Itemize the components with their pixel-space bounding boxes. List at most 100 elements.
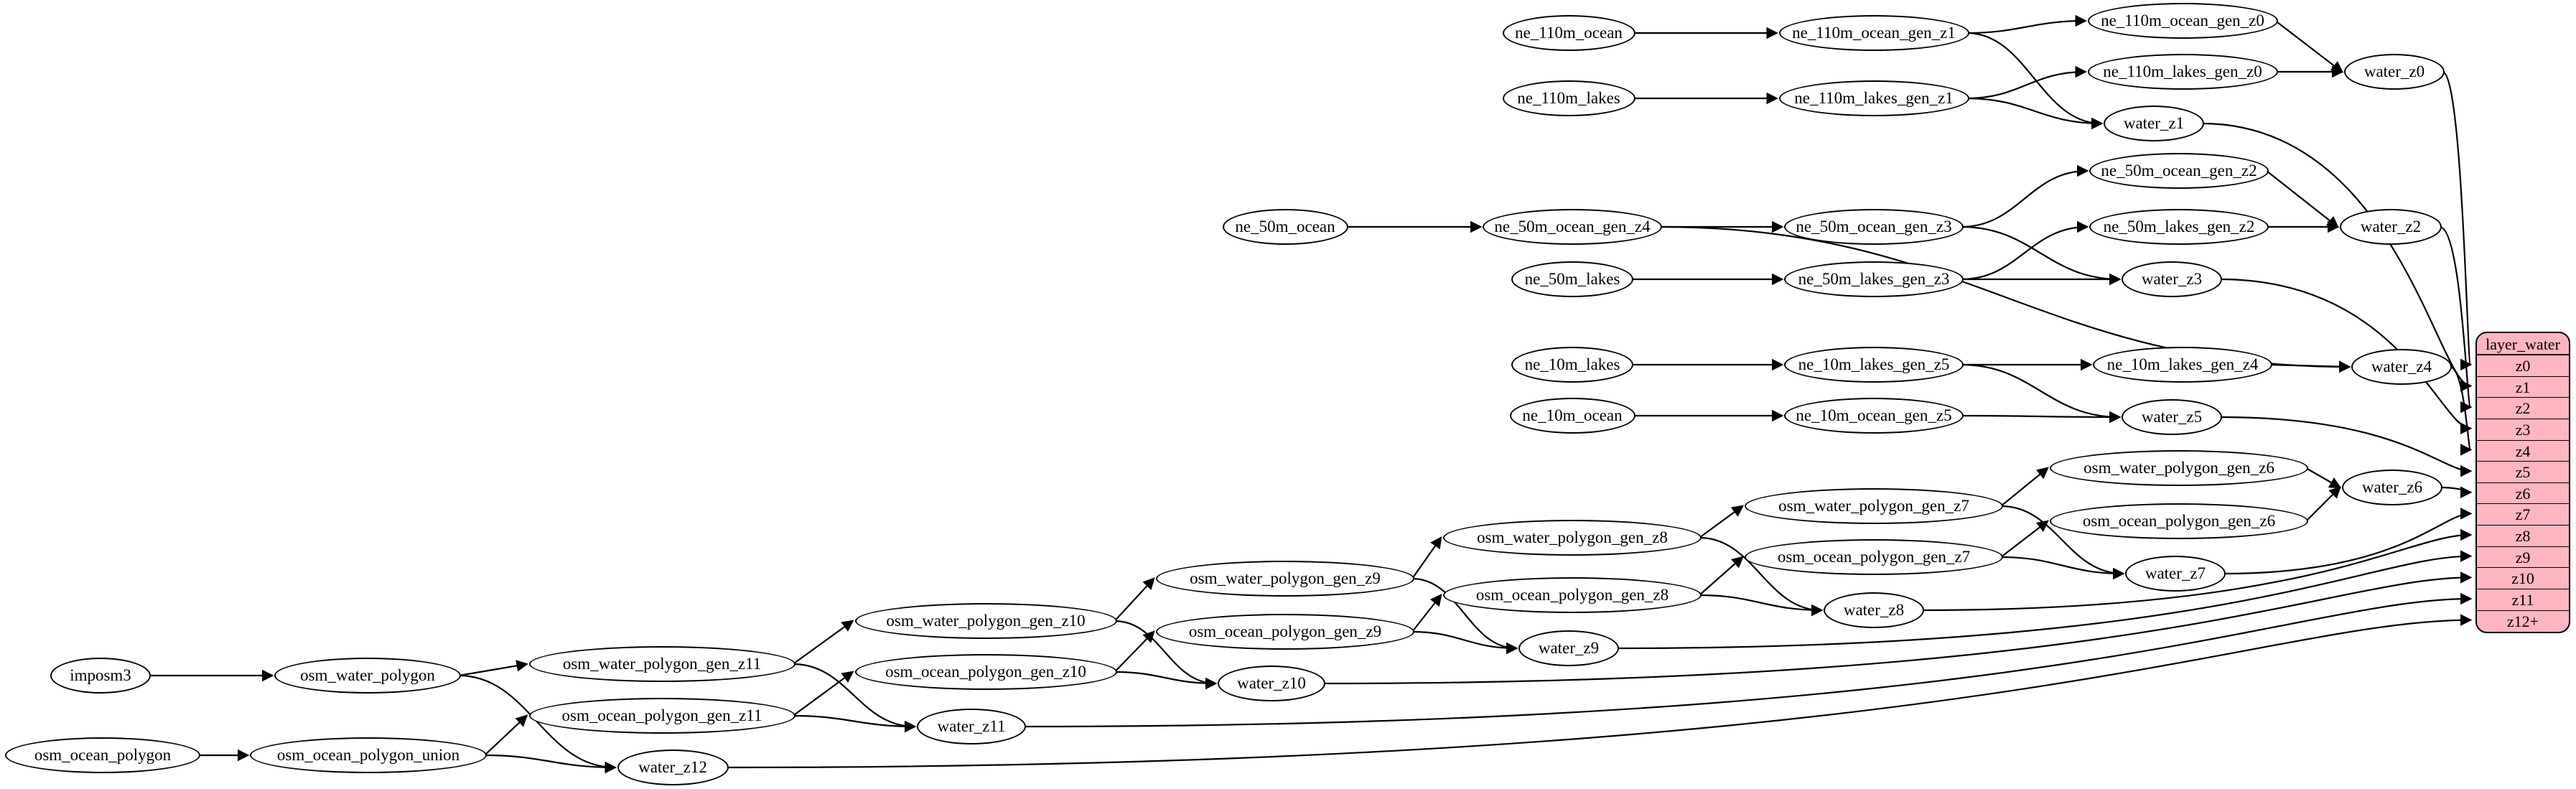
edge-water_z0-to-layer_water-z0 — [2442, 70, 2473, 370]
edge-osm_water_polygon_gen_z8-to-water_z8 — [1699, 536, 1824, 617]
node-ne_110m_ocean_gen_z0: ne_110m_ocean_gen_z0 — [2087, 3, 2278, 39]
edge-osm_ocean_polygon_gen_z7-to-osm_ocean_polygon_gen_z6 — [2000, 520, 2049, 558]
layer-water-row-z2: z2 — [2477, 398, 2569, 419]
node-water_z6: water_z6 — [2342, 470, 2442, 505]
node-water_z9: water_z9 — [1518, 630, 1619, 666]
edge-osm_ocean_polygon_gen_z6-to-water_z6 — [2305, 486, 2341, 522]
node-osm_water_polygon_gen_z6: osm_water_polygon_gen_z6 — [2050, 450, 2308, 486]
node-ne_50m_ocean_gen_z2: ne_50m_ocean_gen_z2 — [2089, 153, 2269, 189]
edge-water_z11-to-layer_water-z11 — [1023, 592, 2473, 728]
node-osm_ocean_polygon_gen_z11: osm_ocean_polygon_gen_z11 — [528, 698, 795, 734]
node-osm_water_polygon_gen_z10: osm_water_polygon_gen_z10 — [854, 603, 1117, 639]
edge-osm_ocean_polygon_gen_z8-to-water_z8 — [1699, 594, 1824, 617]
edge-water_z8-to-layer_water-z8 — [1921, 528, 2473, 612]
node-water_z3: water_z3 — [2122, 261, 2222, 297]
edge-osm_water_polygon_gen_z10-to-osm_water_polygon_gen_z9 — [1114, 577, 1155, 622]
node-imposm3: imposm3 — [50, 658, 151, 694]
edge-water_z7-to-layer_water-z7 — [2223, 508, 2473, 575]
edge-osm_water_polygon_gen_z11-to-water_z11 — [793, 663, 917, 733]
node-osm_ocean_polygon_union: osm_ocean_polygon_union — [250, 737, 487, 773]
node-ne_50m_lakes_gen_z2: ne_50m_lakes_gen_z2 — [2089, 209, 2269, 245]
node-osm_ocean_polygon_gen_z7: osm_ocean_polygon_gen_z7 — [1745, 539, 2003, 575]
node-osm_ocean_polygon_gen_z9: osm_ocean_polygon_gen_z9 — [1156, 614, 1414, 650]
node-water_z7: water_z7 — [2125, 556, 2226, 592]
edge-osm_water_polygon-to-osm_water_polygon_gen_z11 — [458, 660, 528, 677]
edge-osm_water_polygon_gen_z10-to-water_z10 — [1114, 620, 1218, 690]
layer-water-row-z10: z10 — [2477, 568, 2569, 590]
layer-water-row-z3: z3 — [2477, 419, 2569, 441]
layer-water-row-z6: z6 — [2477, 483, 2569, 505]
node-ne_10m_lakes_gen_z4: ne_10m_lakes_gen_z4 — [2093, 347, 2272, 383]
edge-osm_water_polygon_gen_z9-to-osm_water_polygon_gen_z8 — [1411, 536, 1442, 579]
node-ne_50m_lakes_gen_z3: ne_50m_lakes_gen_z3 — [1784, 261, 1964, 297]
node-osm_ocean_polygon_gen_z8: osm_ocean_polygon_gen_z8 — [1443, 577, 1702, 613]
edge-osm_water_polygon_gen_z8-to-osm_water_polygon_gen_z7 — [1699, 505, 1744, 538]
node-ne_110m_lakes_gen_z0: ne_110m_lakes_gen_z0 — [2087, 54, 2278, 90]
layer-water-row-z9: z9 — [2477, 547, 2569, 569]
edge-ne_110m_ocean_gen_z1-to-water_z1 — [1966, 32, 2104, 130]
node-ne_50m_ocean: ne_50m_ocean — [1222, 209, 1348, 245]
layer-water-row-z11: z11 — [2477, 589, 2569, 611]
edge-ne_50m_ocean_gen_z4-to-water_z4 — [1659, 225, 2351, 373]
edge-water_z5-to-layer_water-z5 — [2219, 416, 2473, 477]
node-ne_10m_ocean: ne_10m_ocean — [1509, 398, 1635, 434]
node-water_z10: water_z10 — [1218, 666, 1325, 701]
layer-water-row-z12: z12+ — [2506, 612, 2539, 630]
node-ne_50m_ocean_gen_z3: ne_50m_ocean_gen_z3 — [1784, 209, 1964, 245]
node-water_z0: water_z0 — [2344, 54, 2445, 90]
layer-water-row-z4: z4 — [2477, 441, 2569, 462]
edge-osm_ocean_polygon_union-to-osm_ocean_polygon_gen_z11 — [484, 714, 528, 756]
edge-osm_ocean_polygon_gen_z11-to-water_z11 — [793, 714, 917, 733]
node-ne_110m_lakes_gen_z1: ne_110m_lakes_gen_z1 — [1778, 80, 1969, 116]
edge-osm_ocean_polygon_gen_z9-to-water_z9 — [1411, 630, 1518, 655]
edge-osm_water_polygon_gen_z9-to-water_z9 — [1411, 577, 1518, 655]
edge-ne_50m_ocean_gen_z2-to-water_z2 — [2266, 170, 2339, 228]
edge-osm_ocean_polygon_gen_z7-to-water_z7 — [2000, 556, 2125, 580]
edge-ne_110m_lakes_gen_z1-to-water_z1 — [1966, 97, 2104, 130]
edge-ne_50m_ocean_gen_z3-to-water_z3 — [1961, 225, 2122, 286]
node-osm_ocean_polygon_gen_z6: osm_ocean_polygon_gen_z6 — [2050, 503, 2308, 539]
edge-osm_water_polygon_gen_z6-to-water_z6 — [2305, 467, 2342, 489]
edge-osm_water_polygon_gen_z7-to-water_z7 — [2000, 505, 2125, 580]
node-water_z5: water_z5 — [2122, 399, 2222, 435]
edge-ne_50m_lakes_gen_z3-to-ne_50m_lakes_gen_z2 — [1961, 220, 2089, 281]
node-ne_50m_lakes: ne_50m_lakes — [1511, 261, 1633, 297]
edge-osm_ocean_polygon_union-to-water_z12 — [484, 754, 617, 774]
edge-ne_50m_ocean_gen_z3-to-ne_50m_ocean_gen_z2 — [1961, 164, 2089, 228]
edge-osm_ocean_polygon_gen_z11-to-osm_ocean_polygon_gen_z10 — [792, 671, 854, 716]
node-osm_ocean_polygon_gen_z10: osm_ocean_polygon_gen_z10 — [854, 654, 1117, 690]
node-ne_10m_lakes: ne_10m_lakes — [1511, 347, 1633, 383]
edge-osm_water_polygon_gen_z11-to-osm_water_polygon_gen_z10 — [792, 620, 854, 665]
edge-osm_ocean_polygon_gen_z8-to-osm_ocean_polygon_gen_z7 — [1699, 556, 1744, 596]
layer-water-row-z8: z8 — [2477, 526, 2569, 547]
layer-water-title: layer_water — [2477, 333, 2569, 355]
edge-ne_110m_lakes_gen_z1-to-ne_110m_lakes_gen_z0 — [1966, 65, 2087, 100]
node-water_z11: water_z11 — [917, 709, 1026, 744]
layer-water-row-z7: z7 — [2477, 504, 2569, 526]
node-ne_10m_lakes_gen_z5: ne_10m_lakes_gen_z5 — [1784, 347, 1964, 383]
edge-water_z9-to-layer_water-z9 — [1616, 550, 2473, 650]
edge-water_z6-to-layer_water-z6 — [2440, 486, 2473, 498]
node-ne_110m_ocean_gen_z1: ne_110m_ocean_gen_z1 — [1778, 15, 1969, 51]
node-ne_110m_lakes: ne_110m_lakes — [1502, 80, 1635, 116]
node-osm_water_polygon_gen_z8: osm_water_polygon_gen_z8 — [1443, 520, 1702, 556]
edge-osm_ocean_polygon_gen_z9-to-osm_ocean_polygon_gen_z8 — [1411, 594, 1442, 632]
node-ne_110m_ocean: ne_110m_ocean — [1502, 15, 1635, 51]
edge-osm_ocean_polygon_gen_z10-to-osm_ocean_polygon_gen_z9 — [1114, 630, 1155, 673]
node-ne_50m_ocean_gen_z4: ne_50m_ocean_gen_z4 — [1483, 209, 1662, 245]
layer-water-row-z0: z0 — [2477, 355, 2569, 377]
edge-water_z10-to-layer_water-z10 — [1322, 571, 2473, 685]
edge-water_z2-to-layer_water-z2 — [2439, 225, 2473, 413]
node-water_z4: water_z4 — [2351, 349, 2452, 385]
node-water_z12: water_z12 — [617, 750, 729, 785]
edge-water_z4-to-layer_water-z4 — [2449, 365, 2473, 456]
node-osm_water_polygon: osm_water_polygon — [274, 658, 461, 694]
node-water_z2: water_z2 — [2340, 209, 2442, 245]
node-osm_ocean_polygon: osm_ocean_polygon — [5, 737, 200, 773]
node-osm_water_polygon_gen_z7: osm_water_polygon_gen_z7 — [1745, 488, 2003, 524]
node-water_z1: water_z1 — [2104, 106, 2204, 141]
edge-ne_110m_ocean_gen_z1-to-ne_110m_ocean_gen_z0 — [1966, 14, 2087, 34]
edge-ne_10m_lakes_gen_z4-to-water_z4 — [2269, 360, 2351, 373]
